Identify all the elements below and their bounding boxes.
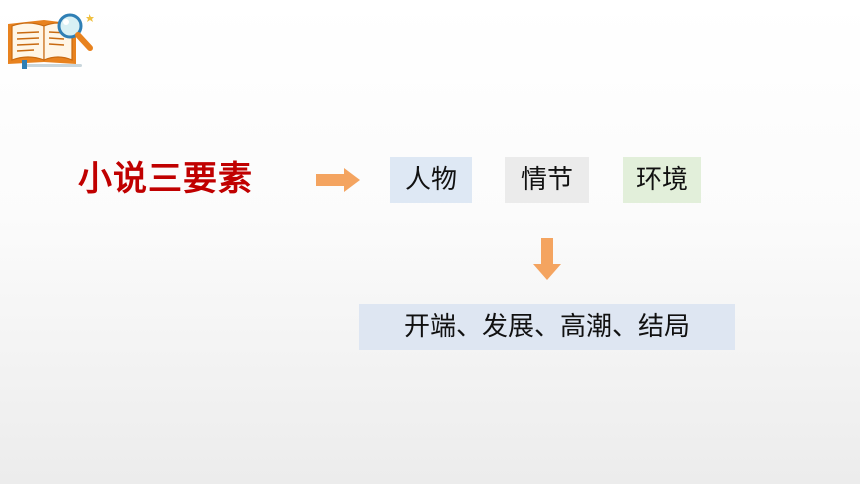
arrow-right-icon	[316, 168, 360, 192]
element-plot: 情节	[505, 157, 589, 203]
book-magnifier-icon	[8, 13, 94, 69]
plot-stages-box: 开端、发展、高潮、结局	[359, 304, 735, 350]
element-character: 人物	[390, 157, 472, 203]
arrow-down-icon	[533, 238, 561, 280]
element-setting: 环境	[623, 157, 701, 203]
page-title: 小说三要素	[78, 159, 253, 199]
